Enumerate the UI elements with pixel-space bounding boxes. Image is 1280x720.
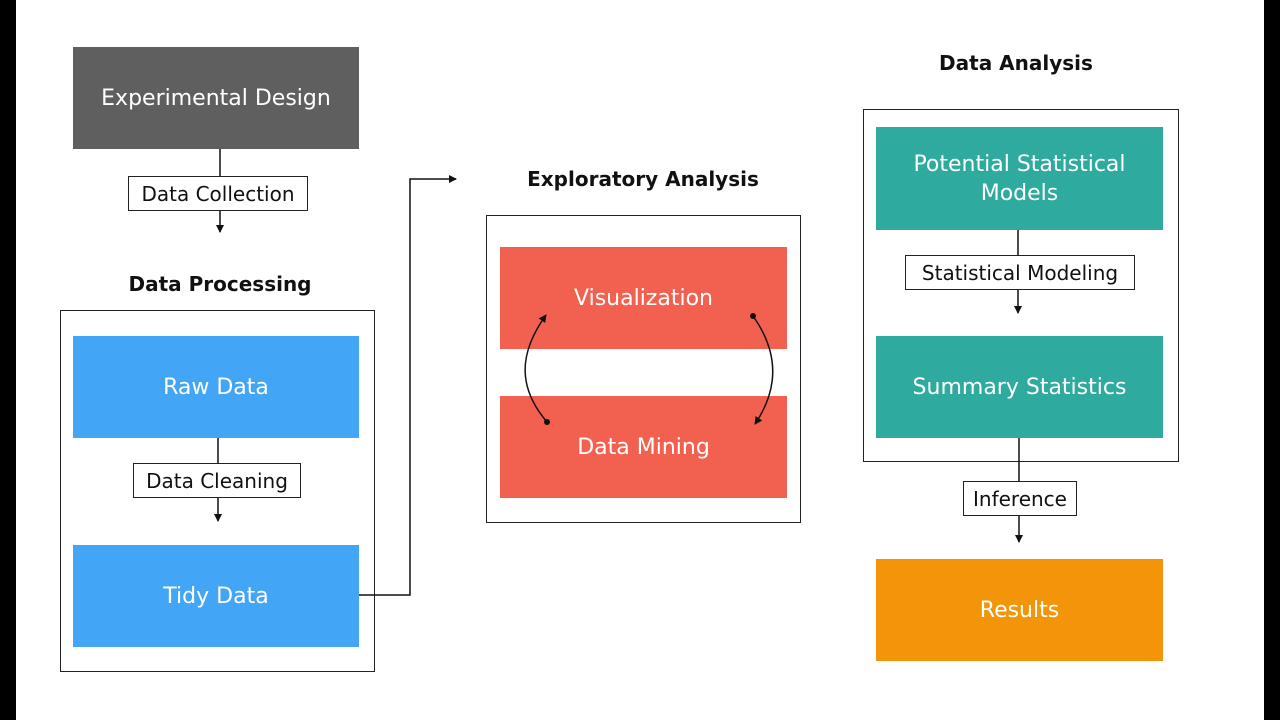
data-analysis-heading: Data Analysis: [939, 51, 1093, 75]
visualization-node: Visualization: [500, 247, 787, 349]
raw-data-node: Raw Data: [73, 336, 359, 438]
statistical-modeling-label: Statistical Modeling: [905, 255, 1135, 290]
experimental-design-node: Experimental Design: [73, 47, 359, 149]
data-collection-label: Data Collection: [128, 176, 308, 211]
potential-models-node: Potential Statistical Models: [876, 127, 1163, 230]
summary-statistics-node: Summary Statistics: [876, 336, 1163, 438]
data-cleaning-label: Data Cleaning: [133, 463, 301, 498]
tidy-data-node: Tidy Data: [73, 545, 359, 647]
exploratory-analysis-heading: Exploratory Analysis: [527, 167, 759, 191]
data-processing-heading: Data Processing: [128, 272, 312, 296]
inference-label: Inference: [963, 481, 1077, 516]
data-mining-node: Data Mining: [500, 396, 787, 498]
results-node: Results: [876, 559, 1163, 661]
